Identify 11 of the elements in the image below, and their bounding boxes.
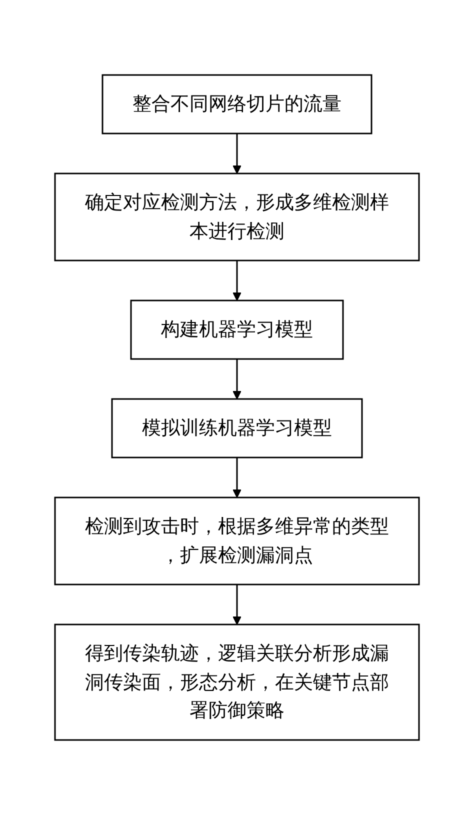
arrow <box>232 133 242 174</box>
node-box: 得到传染轨迹，逻辑关联分析形成漏洞传染面，形态分析，在关键节点部署防御策略 <box>54 623 420 740</box>
node-box: 确定对应检测方法，形成多维检测样本进行检测 <box>54 172 420 261</box>
node-box: 构建机器学习模型 <box>130 299 344 360</box>
node-box: 模拟训练机器学习模型 <box>111 398 363 458</box>
arrow <box>232 358 242 399</box>
node-box: 整合不同网络切片的流量 <box>102 74 372 134</box>
arrow <box>232 584 242 624</box>
arrow <box>232 260 242 300</box>
arrow <box>232 457 242 498</box>
node-box: 检测到攻击时，根据多维异常的类型，扩展检测漏洞点 <box>54 496 420 585</box>
